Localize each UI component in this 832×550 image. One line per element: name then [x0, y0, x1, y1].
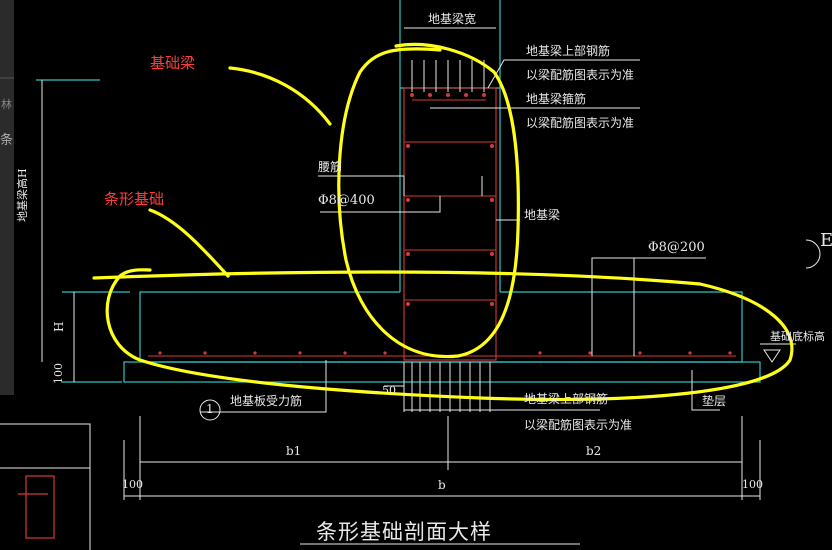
annotation-beam: 基础梁 [150, 54, 196, 72]
minimap-detail [0, 423, 91, 550]
label-plate-rebar: 地基板受力筋 [230, 394, 303, 408]
dim-100-br: 100 [742, 478, 763, 491]
dim-b: b [438, 478, 446, 492]
section-marker-letter: E [820, 230, 832, 251]
drawing-title: 条形基础剖面大样 [316, 520, 492, 544]
dim-100-bl: 100 [122, 478, 143, 491]
side-glyph-2: 林 [1, 97, 12, 111]
annotation-strip: 条形基础 [104, 190, 165, 208]
label-bottom-rebar: 地基梁上部钢筋 [524, 392, 609, 406]
label-bottom-rebar-note: 以梁配筋图表示为准 [524, 418, 633, 432]
label-stirrup: 地基梁箍筋 [526, 92, 587, 106]
dim-b2: b2 [586, 444, 602, 458]
dim-H: H [52, 321, 66, 332]
dim-b1: b1 [286, 444, 302, 458]
leader-lines [41, 27, 796, 545]
label-cushion: 垫层 [702, 394, 727, 408]
label-beam-width: 地基梁宽 [428, 12, 477, 26]
label-plate-rebar-num: 1 [206, 402, 214, 416]
rebar-cage [148, 87, 736, 361]
yellow-markup [92, 42, 794, 402]
left-panel [0, 0, 14, 395]
section-marker [805, 239, 821, 269]
label-ground-beam: 地基梁 [524, 208, 561, 222]
rebar-number-circle [199, 399, 221, 421]
label-base-elev: 基础底标高 [770, 330, 825, 343]
label-waist-spacing: Φ8@400 [318, 193, 375, 208]
label-beam-depth: 地基梁高H [16, 168, 29, 222]
label-dist-bar: Φ8@200 [648, 240, 705, 255]
label-waist-bar: 腰筋 [318, 160, 343, 174]
label-top-rebar: 地基梁上部钢筋 [526, 44, 611, 58]
side-glyph-1: 条 [0, 132, 13, 148]
label-top-rebar-note: 以梁配筋图表示为准 [526, 68, 635, 82]
dim-100-left: 100 [52, 363, 65, 384]
label-stirrup-note: 以梁配筋图表示为准 [526, 116, 635, 130]
rebar-dots [158, 93, 732, 355]
dim-50: 50 [382, 384, 396, 397]
